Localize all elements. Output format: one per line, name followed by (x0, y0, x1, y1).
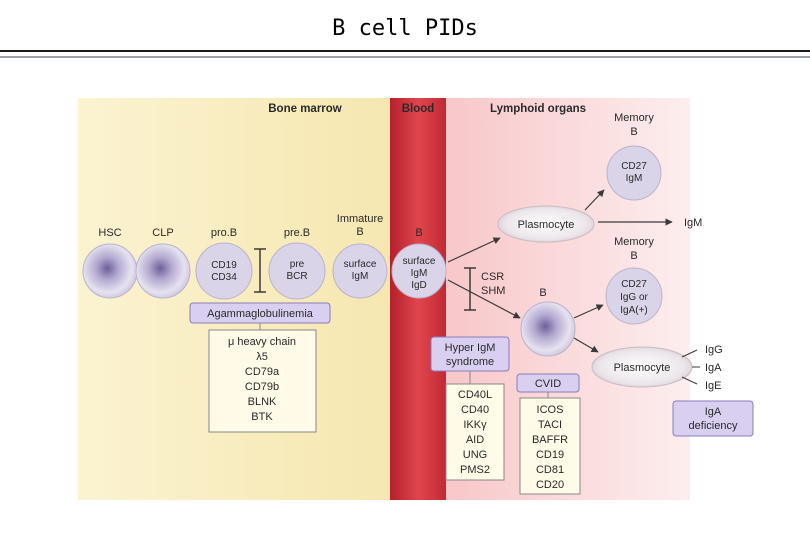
gene-item: CD40 (461, 404, 489, 416)
memory2-marker-2: IgG or (620, 292, 648, 303)
gene-item: BLNK (248, 396, 277, 408)
memory2-label-2: B (630, 250, 637, 262)
disease-label-hyper-igm-2: syndrome (446, 356, 494, 368)
memory1-label-1: Memory (614, 112, 654, 124)
stage-label-preb: pre.B (284, 227, 310, 239)
region-label-bone-marrow: Bone marrow (268, 103, 342, 115)
blood-marker-3: IgD (411, 280, 427, 291)
gene-list-hyper-igm (445, 383, 505, 481)
stage-label-immature-2: B (356, 226, 363, 238)
gene-item: ICOS (537, 404, 564, 416)
cell-preb (268, 242, 326, 300)
slide-title: B cell PIDs (332, 16, 478, 41)
memory2-label-1: Memory (614, 236, 654, 248)
arrow-to-memory-igm (584, 189, 605, 211)
csr-label: CSR (481, 271, 504, 283)
stage-label-hsc: HSC (98, 227, 121, 239)
disease-label-iga-2: deficiency (689, 420, 738, 432)
memory1-marker-2: IgM (626, 173, 643, 184)
disease-label-agammaglobulinemia: Agammaglobulinemia (207, 308, 314, 320)
gene-item: CD81 (536, 464, 564, 476)
memory1-marker-1: CD27 (621, 161, 647, 172)
cell-plasmocyte-top (497, 205, 595, 243)
arrow-to-igg (681, 349, 698, 358)
plasmocyte-bottom-label: Plasmocyte (614, 362, 671, 374)
cell-immature-b (332, 243, 388, 299)
memory2-marker-3: IgA(+) (620, 305, 648, 316)
gene-item: UNG (463, 449, 487, 461)
arrow-to-plasmocyte (447, 237, 501, 263)
gene-item: PMS2 (460, 464, 490, 476)
gene-list-agammaglobulinemia (208, 329, 317, 433)
disease-label-cvid: CVID (535, 378, 561, 390)
gene-item: TACI (538, 419, 562, 431)
cell-lymph-b (520, 301, 576, 357)
arrow-to-plasmocyte-bottom (573, 337, 599, 353)
cell-memory-b-switched (605, 267, 663, 325)
agamma-gene-items: μ heavy chain λ5 CD79a CD79b BLNK BTK (228, 336, 296, 423)
gene-item: CD79a (245, 366, 280, 378)
gene-item: CD20 (536, 479, 564, 491)
output-igg: IgG (705, 344, 723, 356)
shm-label: SHM (481, 285, 505, 297)
immature-marker-2: IgM (352, 271, 369, 282)
stage-label-prob: pro.B (211, 227, 237, 239)
title-rule-thin (0, 56, 810, 58)
region-label-lymphoid: Lymphoid organs (490, 103, 586, 115)
gene-item: IKKγ (463, 419, 487, 431)
prob-marker-1: CD19 (211, 260, 237, 271)
gene-item: μ heavy chain (228, 336, 296, 348)
memory2-marker-1: CD27 (621, 279, 647, 290)
gene-item: CD19 (536, 449, 564, 461)
disease-box-iga-deficiency (672, 400, 754, 437)
preb-marker-1: pre (290, 259, 305, 270)
cell-hsc (82, 243, 138, 299)
cvid-gene-items: ICOS TACI BAFFR CD19 CD81 CD20 (532, 404, 568, 491)
arrow-to-lymph-b (447, 279, 521, 319)
output-ige: IgE (705, 380, 722, 392)
cell-memory-b-igm (606, 145, 662, 201)
gene-item: AID (466, 434, 484, 446)
cell-clp (135, 243, 191, 299)
arrow-to-memory-switched (573, 304, 604, 319)
gene-item: CD79b (245, 381, 279, 393)
stage-label-immature-1: Immature (337, 213, 383, 225)
plasmocyte-top-label: Plasmocyte (518, 219, 575, 231)
preb-marker-2: BCR (286, 271, 307, 282)
output-iga: IgA (705, 362, 722, 374)
gene-list-cvid (519, 397, 581, 495)
gene-item: BTK (251, 411, 273, 423)
blood-region (390, 98, 446, 500)
blood-marker-1: surface (403, 256, 436, 267)
immature-marker-1: surface (344, 259, 377, 270)
region-label-blood: Blood (402, 103, 435, 115)
gene-item: BAFFR (532, 434, 568, 446)
blood-marker-2: IgM (411, 268, 428, 279)
cell-prob (195, 242, 253, 300)
stage-label-clp: CLP (152, 227, 173, 239)
bone-marrow-region (78, 98, 390, 500)
arrow-to-ige (681, 376, 698, 385)
disease-label-hyper-igm-1: Hyper IgM (445, 342, 496, 354)
gene-item: CD40L (458, 389, 492, 401)
title-rule (0, 50, 810, 52)
csr-block-marker (464, 267, 476, 311)
cell-blood-b (391, 243, 447, 299)
stage-label-blood-b: B (415, 227, 422, 239)
memory1-label-2: B (630, 126, 637, 138)
output-igm: IgM (684, 217, 702, 229)
disease-label-iga-1: IgA (705, 406, 722, 418)
hyper-gene-items: CD40L CD40 IKKγ AID UNG PMS2 (458, 389, 492, 476)
agamma-block-marker (254, 248, 266, 293)
prob-marker-2: CD34 (211, 272, 237, 283)
lymph-b-label: B (539, 287, 546, 299)
gene-item: λ5 (256, 351, 268, 363)
